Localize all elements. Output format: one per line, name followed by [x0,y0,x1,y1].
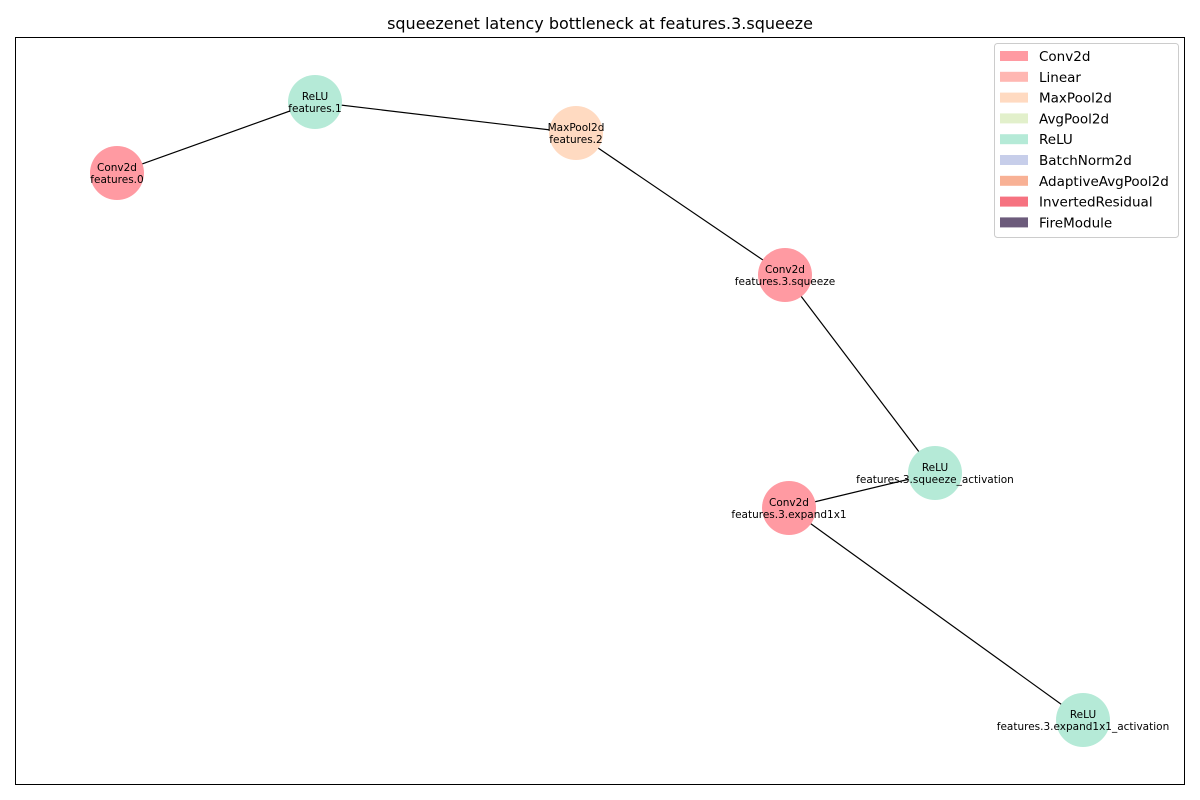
node-id-label: features.2 [549,134,602,146]
edge-features.0-to-features.1 [116,101,316,174]
node-circle [549,106,603,160]
node-type-label: Conv2d [97,162,137,174]
node-circle [758,248,812,302]
node-id-label: features.3.expand1x1_activation [997,721,1169,733]
legend-label: MaxPool2d [1039,91,1112,107]
edge-features.1-to-features.2 [314,101,577,134]
legend-label: AvgPool2d [1039,111,1109,127]
node-circle [762,481,816,535]
legend-swatch [1000,51,1028,61]
legend-label: BatchNorm2d [1039,153,1132,169]
node-circle [1056,693,1110,747]
node-type-label: Conv2d [769,497,809,509]
edges-layer [116,101,1084,721]
diagram-title: squeezenet latency bottleneck at feature… [387,14,813,33]
node-id-label: features.0 [90,174,143,186]
plot-frame [15,37,1185,785]
legend-box [994,43,1179,238]
edge-features.3.expand1x1-to-features.3.expand1x1_activation [788,507,1084,721]
node-type-label: ReLU [1070,709,1096,721]
legend-label: AdaptiveAvgPool2d [1039,174,1169,190]
legend-swatch [1000,71,1028,82]
node-circle [288,75,342,129]
legend-label: Linear [1039,70,1081,86]
nodes-layer: Conv2dfeatures.0ReLUfeatures.1MaxPool2df… [90,75,1169,747]
legend-label: Conv2d [1039,49,1090,65]
node-type-label: ReLU [302,91,328,103]
node-id-label: features.3.squeeze [735,276,835,288]
legend-swatch [1000,175,1028,186]
node-type-label: MaxPool2d [548,122,605,134]
legend-swatch [1000,196,1028,207]
legend-swatch [1000,217,1028,228]
edge-features.3.squeeze-to-features.3.squeeze_activation [784,274,936,474]
legend-swatch [1000,155,1028,165]
legend-swatch [1000,134,1028,145]
node-type-label: ReLU [922,462,948,474]
node-id-label: features.1 [288,103,341,115]
node-id-label: features.3.squeeze_activation [856,474,1014,486]
legend-label: ReLU [1039,132,1073,148]
legend-swatch [1000,92,1028,103]
legend-swatch [1000,113,1028,124]
node-id-label: features.3.expand1x1 [731,509,846,521]
legend-label: InvertedResidual [1039,195,1153,211]
edge-features.2-to-features.3.squeeze [575,132,786,276]
legend-label: FireModule [1039,215,1112,231]
node-circle [90,146,144,200]
node-type-label: Conv2d [765,264,805,276]
node-circle [908,446,962,500]
